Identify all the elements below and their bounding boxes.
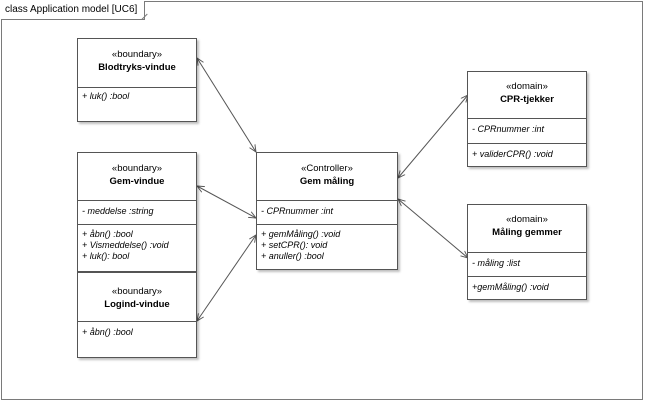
- link-controller-cpr: [398, 95, 468, 178]
- attribute: - meddelse :string: [82, 206, 154, 216]
- class-gem-maaling-controller[interactable]: «Controller» Gem måling - CPRnummer :int…: [256, 152, 398, 270]
- attribute: - CPRnummer :int: [472, 124, 545, 134]
- operation: +gemMåling() :void: [472, 282, 549, 292]
- class-name: Logind-vindue: [104, 299, 170, 310]
- class-cpr-tjekker[interactable]: «domain» CPR-tjekker - CPRnummer :int + …: [467, 71, 587, 167]
- link-controller-logind: [197, 235, 256, 321]
- attribute: - CPRnummer :int: [261, 206, 334, 216]
- class-logind-vindue[interactable]: «boundary» Logind-vindue + åbn() :bool: [77, 272, 197, 358]
- link-controller-maaling: [398, 199, 468, 258]
- operation: + anuller() :bool: [261, 251, 324, 261]
- attributes-section: - CPRnummer :int: [468, 119, 586, 144]
- class-name: Gem-vindue: [109, 176, 165, 187]
- stereotype: «Controller»: [301, 163, 353, 174]
- operation: + åbn() :bool: [82, 327, 133, 337]
- stereotype: «boundary»: [111, 286, 163, 297]
- class-name: Gem måling: [299, 176, 355, 187]
- link-controller-gem: [197, 186, 256, 218]
- stereotype: «boundary»: [111, 49, 163, 60]
- operation: + setCPR(): void: [261, 240, 328, 250]
- class-header: «boundary» Gem-vindue: [78, 153, 196, 201]
- operations-section: + luk() :bool: [78, 88, 196, 105]
- class-header: «boundary» Logind-vindue: [78, 273, 196, 322]
- class-header: «boundary» Blodtryks-vindue: [78, 39, 196, 88]
- operation: + gemMåling() :void: [261, 229, 341, 239]
- operations-section: + validerCPR() :void: [468, 144, 586, 163]
- class-name: Måling gemmer: [492, 227, 562, 238]
- class-name: Blodtryks-vindue: [98, 62, 176, 73]
- operation: + Vismeddelse() :void: [82, 240, 169, 250]
- operations-section: + åbn() :bool: [78, 322, 196, 341]
- class-name: CPR-tjekker: [500, 94, 554, 105]
- operation: + validerCPR() :void: [472, 149, 553, 159]
- class-gem-vindue[interactable]: «boundary» Gem-vindue - meddelse :string…: [77, 152, 197, 272]
- link-controller-blodtryk: [197, 58, 256, 152]
- operations-section: + åbn() :bool + Vismeddelse() :void + lu…: [78, 225, 196, 265]
- stereotype: «domain»: [506, 81, 548, 92]
- operation: + luk() :bool: [82, 91, 130, 101]
- operations-section: + gemMåling() :void + setCPR(): void + a…: [257, 225, 397, 265]
- attributes-section: - CPRnummer :int: [257, 201, 397, 225]
- attributes-section: - måling :list: [468, 253, 586, 277]
- stereotype: «boundary»: [111, 163, 163, 174]
- class-header: «domain» CPR-tjekker: [468, 72, 586, 119]
- class-header: «Controller» Gem måling: [257, 153, 397, 201]
- operation: + åbn() :bool: [82, 229, 133, 239]
- attribute: - måling :list: [472, 258, 521, 268]
- class-header: «domain» Måling gemmer: [468, 205, 586, 253]
- stereotype: «domain»: [506, 214, 548, 225]
- frame-title: class Application model [UC6]: [1, 1, 145, 20]
- operation: + luk(): bool: [82, 251, 130, 261]
- attributes-section: - meddelse :string: [78, 201, 196, 225]
- class-blodtryks-vindue[interactable]: «boundary» Blodtryks-vindue + luk() :boo…: [77, 38, 197, 122]
- operations-section: +gemMåling() :void: [468, 277, 586, 296]
- class-maaling-gemmer[interactable]: «domain» Måling gemmer - måling :list +g…: [467, 204, 587, 300]
